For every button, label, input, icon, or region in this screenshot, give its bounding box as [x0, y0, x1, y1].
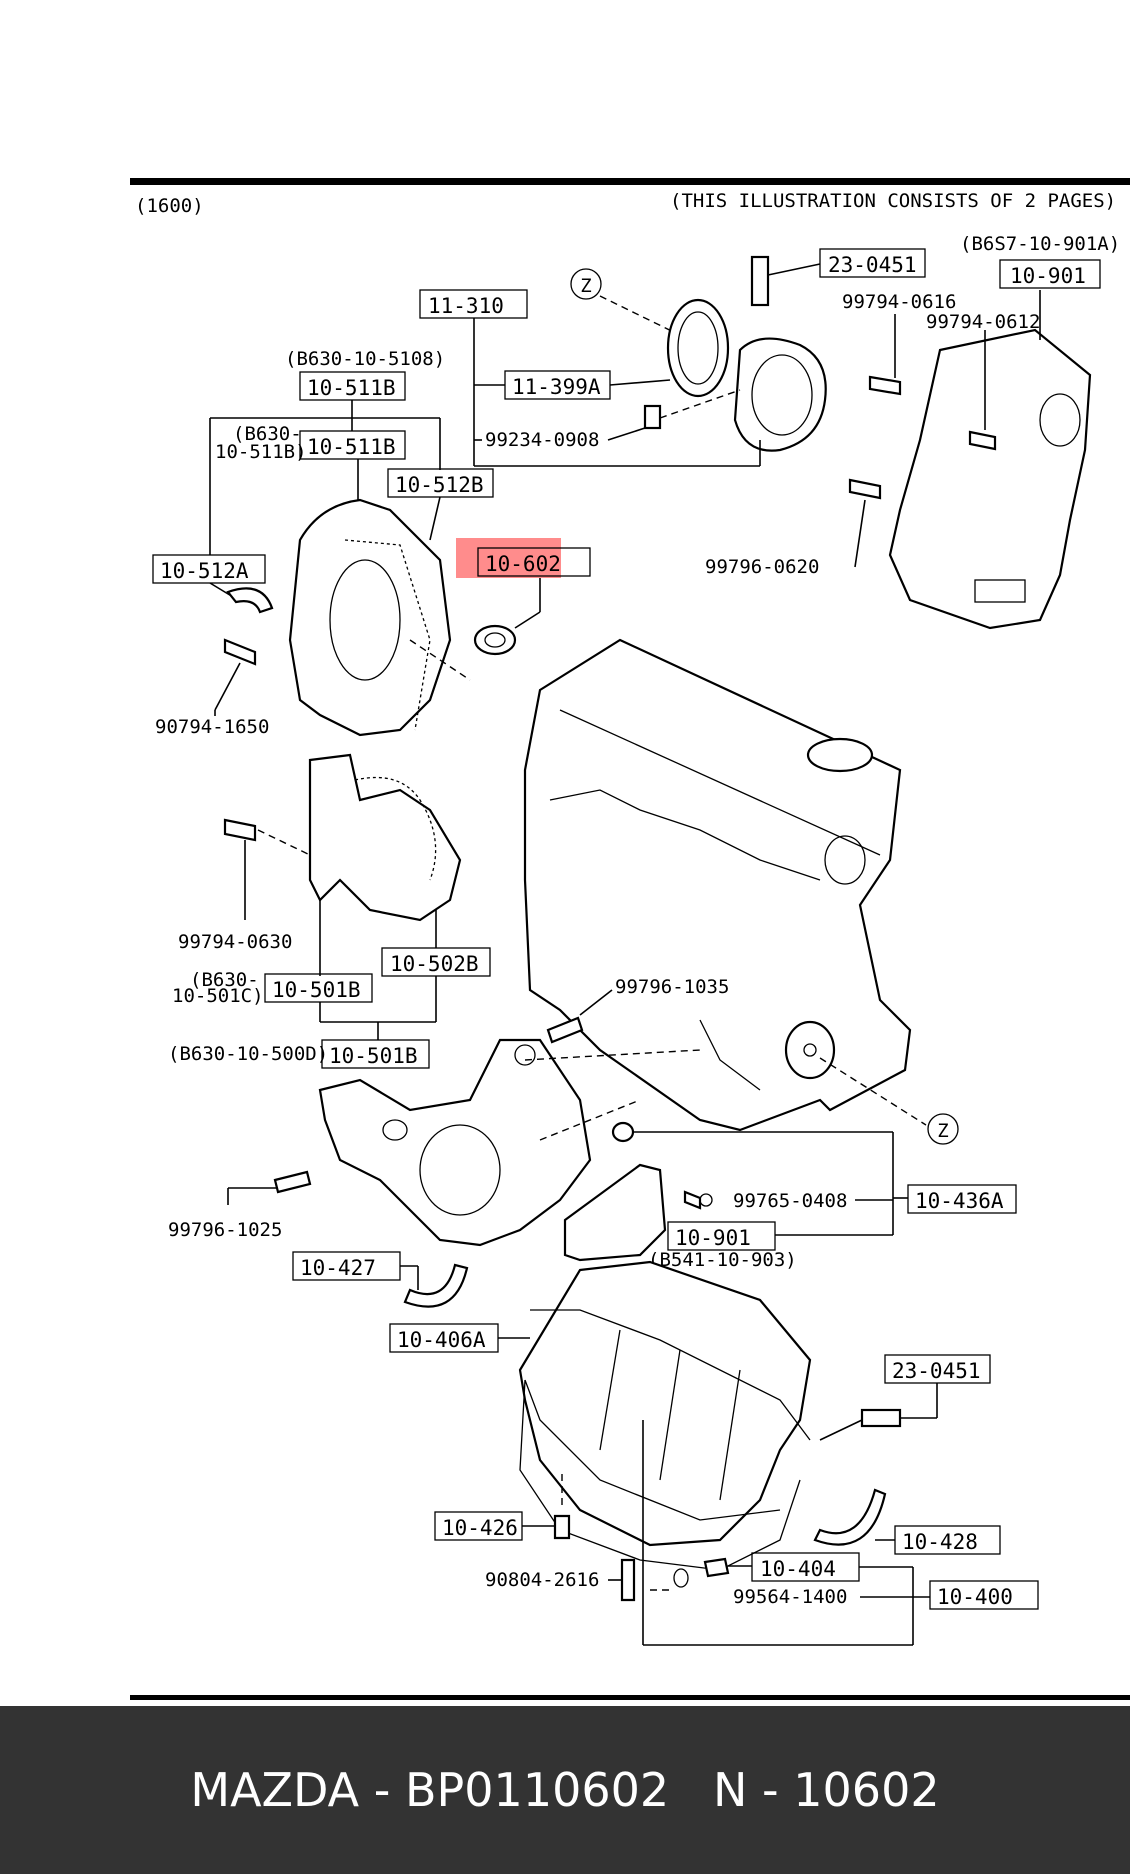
top-rule: [130, 178, 1130, 185]
part-label-10-436a: 10-436A: [915, 1189, 1004, 1213]
part-box-10-501b-2[interactable]: [321, 1039, 430, 1069]
part-label-99796-1025: 99796-1025: [168, 1219, 282, 1241]
part-box-10-501b-1[interactable]: [264, 973, 373, 1003]
part-label-10-501b-1: 10-501B: [272, 978, 361, 1002]
gusset-plate-top: [888, 328, 1092, 630]
part-box-10-901-top[interactable]: [999, 259, 1101, 289]
part-label-10-406a: 10-406A: [397, 1328, 486, 1352]
part-label-10-512a: 10-512A: [160, 559, 249, 583]
part-box-10-436a[interactable]: [907, 1184, 1017, 1214]
dowel-pin: [643, 404, 662, 430]
crank-pulley-end: [784, 1020, 836, 1080]
bolt-99796-0620: [848, 478, 882, 500]
part-label-99794-0616: 99794-0616: [842, 291, 956, 313]
ref-b630-a: (B630-: [233, 423, 302, 445]
drain-plug-10-404: [703, 1557, 730, 1578]
z-marker-top: [570, 268, 602, 300]
ref-b630-501c-a: (B630-: [190, 969, 259, 991]
part-label-10-901-top: 10-901: [1010, 264, 1086, 288]
part-box-23-0451-top[interactable]: [819, 248, 926, 278]
ref-b630-10-5108: (B630-10-5108): [285, 348, 445, 370]
guide-10-512a: [226, 587, 274, 614]
oil-pan-baffle: [518, 1260, 812, 1547]
part-label-99796-0620: 99796-0620: [705, 556, 819, 578]
front-oil-seal-10-602: [473, 624, 517, 656]
part-label-10-502b: 10-502B: [390, 952, 479, 976]
bolt-99796-1025: [273, 1170, 312, 1194]
part-label-99794-0630: 99794-0630: [178, 931, 292, 953]
part-label-10-428: 10-428: [902, 1530, 978, 1554]
z-marker-bottom: [927, 1113, 959, 1145]
part-label-23-0451-top: 23-0451: [828, 253, 917, 277]
bolt-99794-0612: [968, 430, 997, 451]
part-label-11-310: 11-310: [428, 294, 504, 318]
rear-oil-seal: [666, 298, 730, 398]
part-label-10-512b: 10-512B: [395, 473, 484, 497]
part-label-90804-2616: 90804-2616: [485, 1569, 599, 1591]
part-box-10-901-bottom[interactable]: [667, 1221, 776, 1251]
z-marker-bottom-text: Z: [937, 1120, 948, 1142]
part-label-10-426: 10-426: [442, 1516, 518, 1540]
oil-filler-cap: [806, 737, 874, 773]
timing-cover-upper: [288, 498, 452, 737]
bolt-99765-0408: [683, 1190, 702, 1210]
part-label-10-400: 10-400: [937, 1585, 1013, 1609]
bolt-10-426: [553, 1514, 571, 1540]
part-label-10-511b-1: 10-511B: [307, 376, 396, 400]
ref-b6s7-10-901a: (B6S7-10-901A): [960, 233, 1120, 255]
part-label-10-404: 10-404: [760, 1557, 836, 1581]
sensor-bottom: [860, 1408, 902, 1428]
part-label-11-399a: 11-399A: [512, 375, 601, 399]
part-label-10-511b-2: 10-511B: [307, 435, 396, 459]
part-box-10-428[interactable]: [894, 1525, 1001, 1555]
dowel-10-436a: [611, 1121, 635, 1143]
front-housing: [318, 1038, 592, 1247]
part-label-10-602: 10-602: [485, 552, 561, 576]
ref-b630-10-500d: (B630-10-500D): [168, 1043, 328, 1065]
part-label-99794-0612: 99794-0612: [926, 311, 1040, 333]
part-label-99796-1035: 99796-1035: [615, 976, 729, 998]
part-box-10-602[interactable]: [477, 547, 591, 577]
part-label-23-0451-bottom: 23-0451: [892, 1359, 981, 1383]
bolt-90804-2616: [620, 1558, 636, 1602]
variant-label: (1600): [135, 195, 204, 217]
ref-b541-10-903: (B541-10-903): [648, 1249, 797, 1271]
part-label-10-901-bottom: 10-901: [675, 1226, 751, 1250]
bolt-99794-0630: [223, 818, 257, 842]
part-box-10-400[interactable]: [929, 1580, 1039, 1610]
ref-b630-b: 10-511B): [215, 441, 307, 463]
sensor-top: [750, 255, 770, 307]
z-marker-top-text: Z: [580, 275, 591, 297]
part-box-10-512b[interactable]: [387, 468, 494, 498]
bottom-rule: [130, 1695, 1130, 1700]
part-label-99564-1400: 99564-1400: [733, 1586, 847, 1608]
bolt-99794-0616: [868, 375, 902, 396]
part-label-99765-0408: 99765-0408: [733, 1190, 847, 1212]
gusset-plate-bottom: [563, 1163, 667, 1262]
parts-diagram: (1600) (THIS ILLUSTRATION CONSISTS OF 2 …: [130, 178, 1130, 1700]
engine-block: [523, 638, 912, 1132]
timing-cover-lower: [308, 753, 462, 922]
ref-b630-501c-b: 10-501C): [172, 985, 264, 1007]
part-label-90794-1650: 90794-1650: [155, 716, 269, 738]
part-number-banner: MAZDA - BP0110602 N - 10602: [0, 1706, 1130, 1874]
pages-note: (THIS ILLUSTRATION CONSISTS OF 2 PAGES): [670, 190, 1116, 212]
bolt-90794-1650: [223, 638, 257, 666]
part-box-10-512a[interactable]: [152, 554, 266, 584]
part-label-10-427: 10-427: [300, 1256, 376, 1280]
washer-99564-1400: [673, 1568, 689, 1588]
part-label-10-501b-2: 10-501B: [329, 1044, 418, 1068]
bolt-99796-1035: [546, 1016, 584, 1044]
seal-10-427: [403, 1263, 469, 1308]
highlight-10-602: [456, 538, 561, 578]
part-number-text: MAZDA - BP0110602 N - 10602: [190, 1763, 940, 1817]
seal-10-428: [813, 1488, 887, 1546]
part-label-99234-0908: 99234-0908: [485, 429, 599, 451]
